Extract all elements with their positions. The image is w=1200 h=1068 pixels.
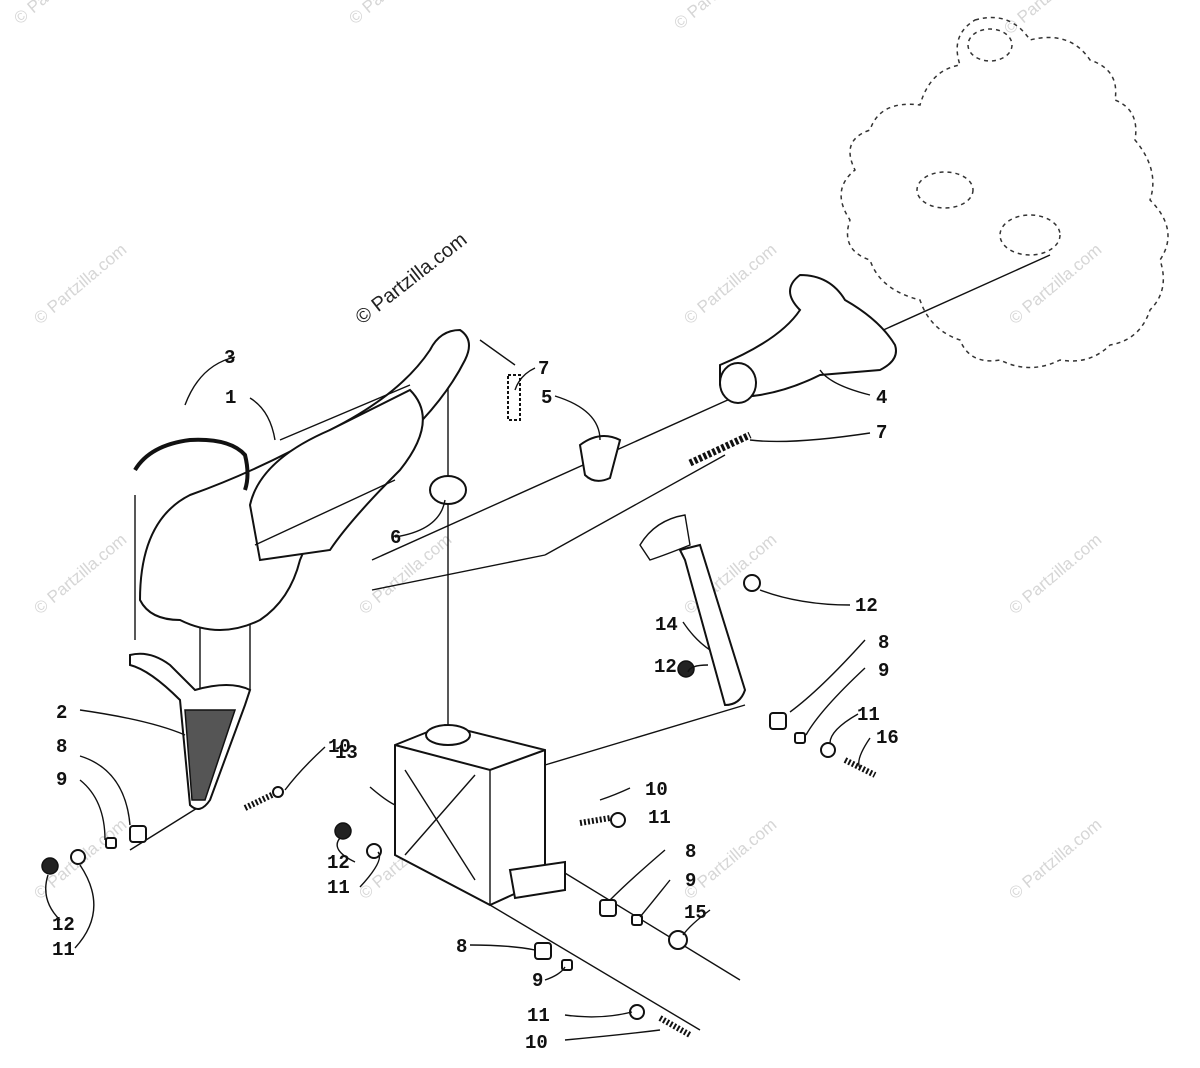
callout-11-bottom: 11 (527, 1005, 550, 1027)
watermark-tile: © Partzilla.com (355, 530, 455, 618)
hardware-bushings (129, 712, 787, 960)
support-arm (678, 543, 747, 707)
callout-12-box: 12 (327, 852, 350, 874)
hanger-strap (133, 437, 250, 491)
callout-11-box-right: 11 (648, 807, 671, 829)
manifold-flange (719, 362, 757, 404)
watermark-tile: © Partzilla.com (1005, 530, 1105, 618)
callout-3: 3 (224, 347, 235, 369)
hardware-washers (70, 742, 836, 1020)
seal-ring (578, 435, 622, 482)
callout-14: 14 (655, 614, 678, 636)
hardware-nuts (41, 574, 761, 950)
watermark-tile: © Partzilla.com (345, 0, 445, 28)
callout-7-lower: 7 (876, 422, 887, 444)
callout-11-arm: 11 (857, 704, 880, 726)
exhaust-manifold (719, 273, 897, 398)
grommet (429, 475, 467, 505)
callout-12-arm: 12 (654, 656, 677, 678)
watermark-tile: © Partzilla.com (670, 0, 770, 33)
watermark-tile: © Partzilla.com (30, 240, 130, 328)
callout-11-left: 11 (52, 939, 75, 961)
callout-2: 2 (56, 702, 67, 724)
callout-8-arm: 8 (878, 632, 889, 654)
callout-8-left: 8 (56, 736, 67, 758)
callout-9-bottom: 9 (532, 970, 543, 992)
arm-flange (639, 514, 691, 561)
engine-ports (916, 28, 1061, 256)
callout-9-arm: 9 (878, 660, 889, 682)
watermark-tile: © Partzilla.com (1005, 240, 1105, 328)
leader-lines (45, 356, 871, 1041)
callout-1: 1 (225, 387, 236, 409)
watermark-tile: © Partzilla.com (680, 240, 780, 328)
callout-5: 5 (541, 387, 552, 409)
callout-4: 4 (876, 387, 887, 409)
watermark-tiles: © Partzilla.com © Partzilla.com © Partzi… (10, 0, 1105, 903)
callout-6: 6 (390, 527, 401, 549)
callout-10-box: 10 (645, 779, 668, 801)
watermark-main: © Partzilla.com (352, 229, 472, 329)
engine-outline (840, 16, 1169, 369)
assembly-lines (129, 254, 1051, 1031)
callout-9-left: 9 (56, 769, 67, 791)
callout-11-box: 11 (327, 877, 350, 899)
callout-labels: 3 1 2 4 5 6 7 7 8 8 8 8 9 9 9 9 10 10 10… (52, 347, 899, 1054)
spring-lower (688, 431, 752, 467)
callout-7-upper: 7 (538, 358, 549, 380)
callout-8-box: 8 (685, 841, 696, 863)
watermark-tile: © Partzilla.com (10, 0, 110, 28)
callout-16: 16 (876, 727, 899, 749)
callout-12-arm-top: 12 (855, 595, 878, 617)
mounting-box (394, 723, 566, 907)
callout-12-left: 12 (52, 914, 75, 936)
callout-10-left: 10 (328, 736, 351, 758)
bracket-shading (184, 709, 237, 801)
callout-9-box: 9 (685, 870, 696, 892)
watermark-tile: © Partzilla.com (1005, 815, 1105, 903)
watermark-tile: © Partzilla.com (1000, 0, 1100, 38)
watermark-tile: © Partzilla.com (30, 530, 130, 618)
muffler (138, 328, 470, 631)
callout-10-bottom: 10 (525, 1032, 548, 1054)
callout-15: 15 (684, 902, 707, 924)
callout-13: 13 (335, 742, 358, 764)
callout-8-bottom: 8 (456, 936, 467, 958)
